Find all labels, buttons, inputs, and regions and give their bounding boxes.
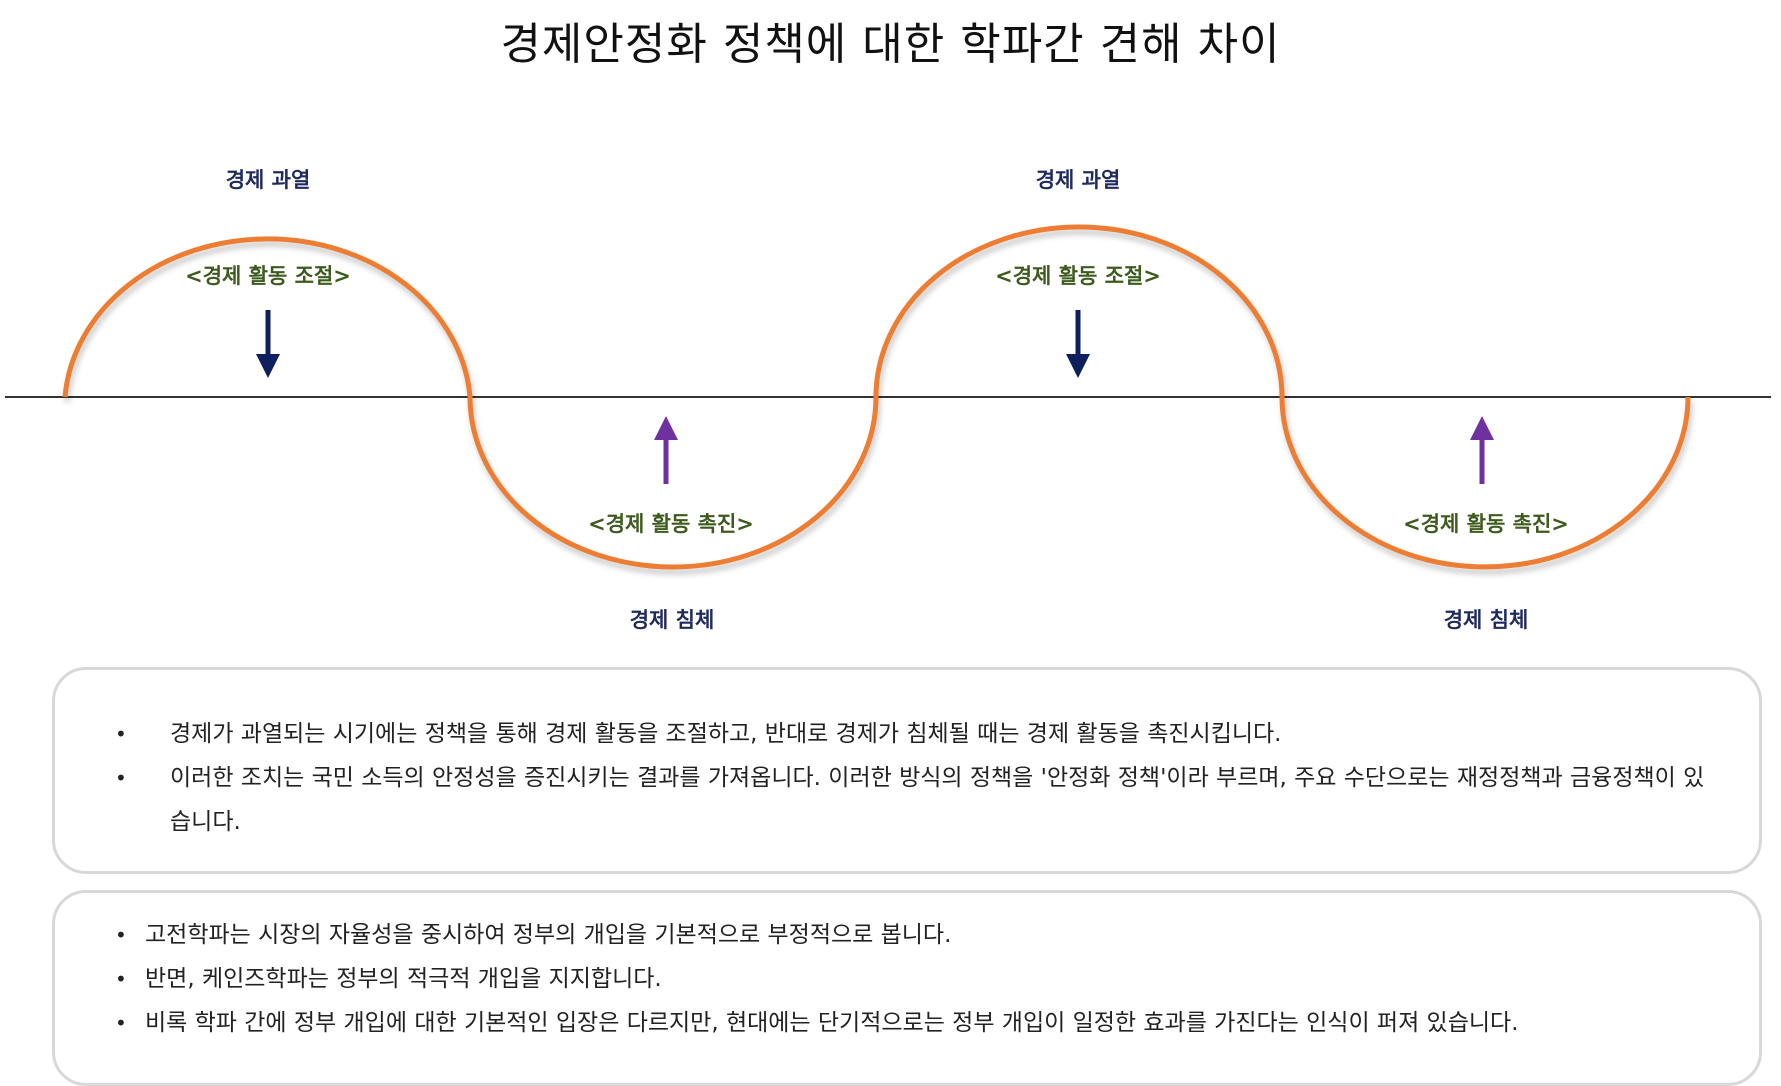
list-item: •비록 학파 간에 정부 개입에 대한 기본적인 입장은 다르지만, 현대에는 … <box>115 1001 1719 1045</box>
bullet-list: •고전학파는 시장의 자율성을 중시하여 정부의 개입을 기본적으로 부정적으로… <box>115 913 1719 1045</box>
stabilization-policy-box: •경제가 과열되는 시기에는 정책을 통해 경제 활동을 조절하고, 반대로 경… <box>52 667 1762 874</box>
bullet-icon: • <box>115 923 127 947</box>
peak-label: 경제 과열 <box>225 168 311 192</box>
down-arrow-icon <box>1066 310 1090 378</box>
bullet-icon: • <box>115 967 127 991</box>
up-arrow-icon <box>1470 416 1494 484</box>
trough-policy-label: <경제 활동 촉진> <box>588 512 754 536</box>
business-cycle-diagram <box>5 224 1771 570</box>
up-arrow-icon <box>654 416 678 484</box>
trough-label: 경제 침체 <box>629 608 715 632</box>
list-item: •고전학파는 시장의 자율성을 중시하여 정부의 개입을 기본적으로 부정적으로… <box>115 913 1719 957</box>
list-item: •반면, 케인즈학파는 정부의 적극적 개입을 지지합니다. <box>115 957 1719 1001</box>
list-item: •경제가 과열되는 시기에는 정책을 통해 경제 활동을 조절하고, 반대로 경… <box>115 712 1719 756</box>
bullet-icon: • <box>115 1011 127 1035</box>
trough-label: 경제 침체 <box>1443 608 1529 632</box>
bullet-icon: • <box>115 766 127 790</box>
trough-policy-label: <경제 활동 촉진> <box>1403 512 1569 536</box>
peak-policy-label: <경제 활동 조절> <box>185 264 351 288</box>
bullet-icon: • <box>115 722 127 746</box>
bullet-list: •경제가 과열되는 시기에는 정책을 통해 경제 활동을 조절하고, 반대로 경… <box>115 712 1719 844</box>
peak-label: 경제 과열 <box>1035 168 1121 192</box>
peak-policy-label: <경제 활동 조절> <box>995 264 1161 288</box>
down-arrow-icon <box>256 310 280 378</box>
list-item: •이러한 조치는 국민 소득의 안정성을 증진시키는 결과를 가져옵니다. 이러… <box>115 756 1719 844</box>
business-cycle-wave <box>62 224 1691 570</box>
page-title: 경제안정화 정책에 대한 학파간 견해 차이 <box>500 19 1281 70</box>
schools-view-box: •고전학파는 시장의 자율성을 중시하여 정부의 개입을 기본적으로 부정적으로… <box>52 890 1762 1086</box>
